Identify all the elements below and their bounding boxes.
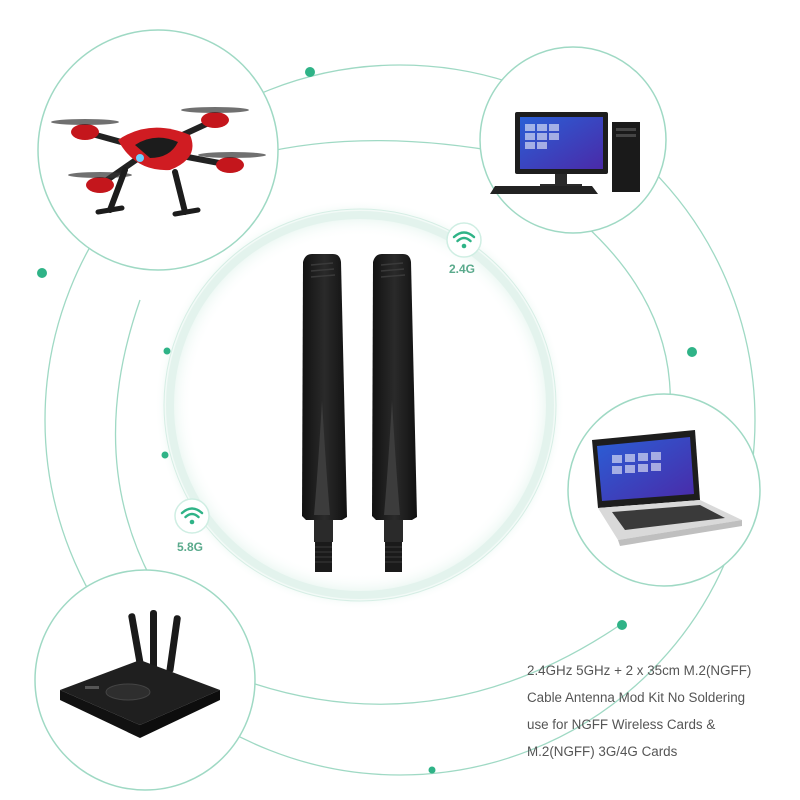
laptop-icon (592, 430, 742, 546)
dot (428, 766, 436, 774)
caption-line: M.2(NGFF) 3G/4G Cards (527, 744, 678, 759)
laptop-panel (567, 393, 761, 587)
dot (687, 347, 697, 357)
drone-panel (37, 29, 279, 271)
band-label-58: 5.8G (177, 540, 204, 554)
wifi-icon (446, 222, 482, 258)
caption-line: 2.4GHz 5GHz + 2 x 35cm M.2(NGFF) (527, 663, 752, 678)
dot (37, 268, 47, 278)
router-panel (34, 569, 256, 791)
product-caption: 2.4GHz 5GHz + 2 x 35cm M.2(NGFF) Cable A… (527, 657, 797, 765)
caption-line: use for NGFF Wireless Cards & (527, 717, 716, 732)
dot (305, 67, 315, 77)
caption-line: Cable Antenna Mod Kit No Soldering (527, 690, 746, 705)
center-glow (155, 200, 565, 610)
dot (161, 451, 169, 459)
desktop-panel (479, 46, 667, 234)
center-ring-line (163, 208, 557, 602)
drone-icon (51, 107, 266, 217)
arc-inner-bottom (204, 624, 621, 705)
wifi-icon (174, 498, 210, 534)
antenna-left (302, 254, 347, 572)
center-ring (166, 211, 554, 599)
dot (617, 620, 627, 630)
desktop-computer-icon (490, 112, 640, 194)
antenna-right (372, 254, 417, 572)
outer-ring (44, 64, 756, 776)
dot (163, 347, 171, 355)
band-label-24: 2.4G (449, 262, 476, 276)
router-icon (60, 610, 220, 738)
